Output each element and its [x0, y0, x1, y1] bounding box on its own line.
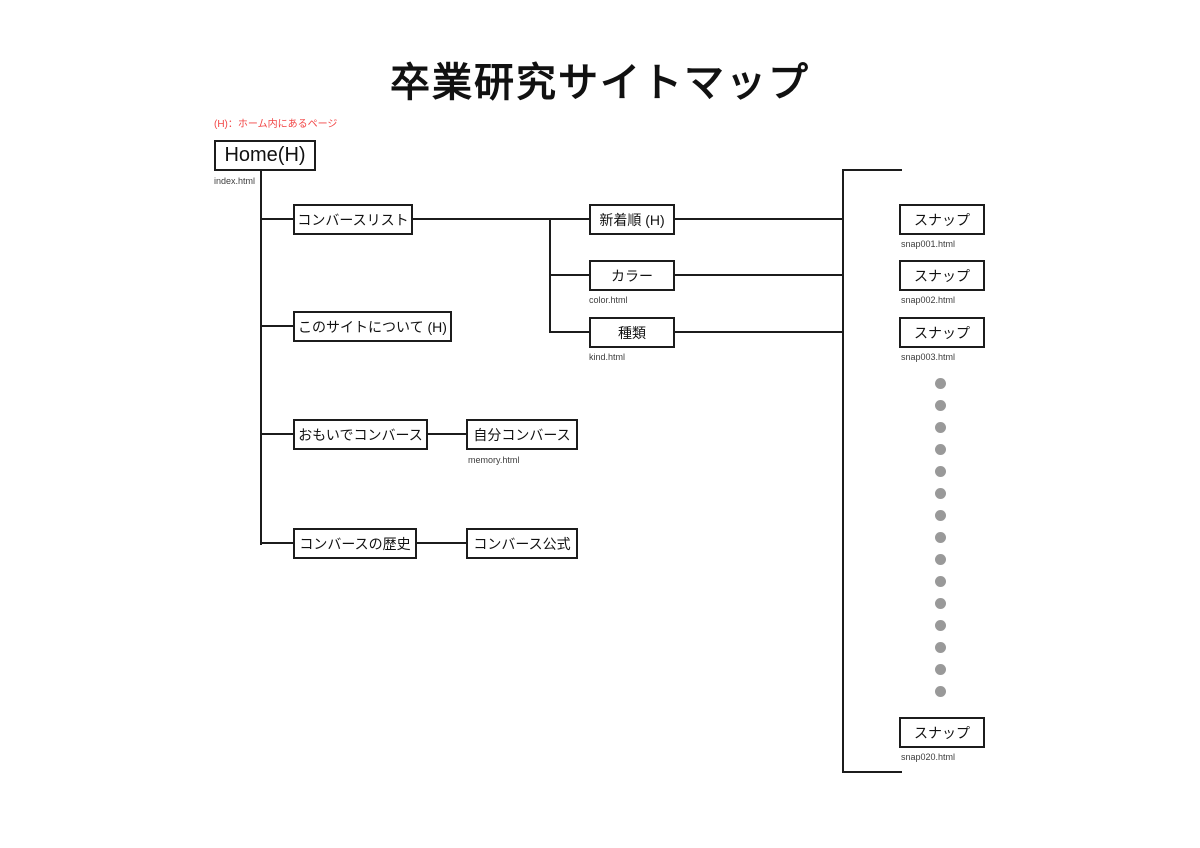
ellipsis-dot	[935, 400, 946, 411]
connector-snap-bracket-bottom-arm	[842, 771, 902, 773]
node-home: Home(H)	[214, 140, 316, 171]
node-snap-001-label: スナップ	[914, 211, 970, 228]
caption-index-html: index.html	[214, 176, 256, 186]
ellipsis-dot	[935, 466, 946, 477]
caption-kind-html: kind.html	[589, 352, 626, 362]
ellipsis-dot	[935, 378, 946, 389]
node-converse-official-label: コンバース公式	[473, 535, 571, 552]
connector-stub-color	[549, 274, 589, 276]
caption-memory-html: memory.html	[468, 455, 520, 465]
node-color: カラー	[589, 260, 675, 291]
node-snap-003-label: スナップ	[914, 324, 970, 341]
node-about-site-label: このサイトについて (H)	[298, 318, 447, 335]
caption-snap001-html: snap001.html	[901, 239, 956, 249]
connector-branch-memory	[260, 433, 293, 435]
connector-snap-bracket-vertical	[842, 169, 844, 773]
node-memory-converse: おもいでコンバース	[293, 419, 428, 450]
page-title: 卒業研究サイトマップ	[390, 61, 810, 105]
node-snap-002: スナップ	[899, 260, 985, 291]
caption-snap002-html: snap002.html	[901, 295, 956, 305]
ellipsis-dot	[935, 620, 946, 631]
ellipsis-dot	[935, 422, 946, 433]
caption-snap003-html: snap003.html	[901, 352, 956, 362]
ellipsis-dot	[935, 510, 946, 521]
connector-list-to-new-arrivals	[412, 218, 589, 220]
node-converse-official: コンバース公式	[466, 528, 578, 559]
caption-color-html: color.html	[589, 295, 628, 305]
ellipsis-dot	[935, 488, 946, 499]
ellipsis-dot	[935, 576, 946, 587]
connector-new-arrivals-to-bracket	[675, 218, 843, 220]
ellipsis-dot	[935, 686, 946, 697]
node-about-site: このサイトについて (H)	[293, 311, 452, 342]
ellipsis-dot	[935, 642, 946, 653]
connector-branch-converse-list	[260, 218, 293, 220]
node-home-label: Home(H)	[224, 144, 306, 166]
connector-color-to-bracket	[675, 274, 843, 276]
ellipsis-dot	[935, 598, 946, 609]
connector-kind-to-bracket	[675, 331, 843, 333]
caption-snap020-html: snap020.html	[901, 752, 956, 762]
ellipsis-dot	[935, 532, 946, 543]
node-snap-020: スナップ	[899, 717, 985, 748]
node-kind-label: 種類	[618, 324, 646, 341]
connector-trunk-left	[260, 171, 262, 545]
connector-snap-bracket-top-arm	[842, 169, 902, 171]
ellipsis-dots	[935, 378, 946, 708]
connector-stub-kind	[549, 331, 589, 333]
node-kind: 種類	[589, 317, 675, 348]
node-converse-history-label: コンバースの歴史	[299, 535, 411, 552]
connector-history-to-official	[417, 542, 466, 544]
node-memory-converse-label: おもいでコンバース	[298, 426, 423, 443]
ellipsis-dot	[935, 444, 946, 455]
node-new-arrivals-label: 新着順 (H)	[599, 211, 665, 228]
node-snap-001: スナップ	[899, 204, 985, 235]
node-new-arrivals: 新着順 (H)	[589, 204, 675, 235]
node-my-converse: 自分コンバース	[466, 419, 578, 450]
node-converse-list: コンバースリスト	[293, 204, 413, 235]
ellipsis-dot	[935, 554, 946, 565]
node-snap-002-label: スナップ	[914, 267, 970, 284]
node-snap-003: スナップ	[899, 317, 985, 348]
legend-note: (H)：ホーム内にあるページ	[214, 119, 338, 130]
ellipsis-dot	[935, 664, 946, 675]
node-converse-history: コンバースの歴史	[293, 528, 417, 559]
node-my-converse-label: 自分コンバース	[473, 426, 571, 443]
connector-branch-about-site	[260, 325, 293, 327]
node-snap-020-label: スナップ	[914, 724, 970, 741]
node-converse-list-label: コンバースリスト	[297, 211, 409, 228]
connector-branch-history	[260, 542, 293, 544]
node-color-label: カラー	[611, 267, 653, 284]
connector-memory-to-my-converse	[428, 433, 466, 435]
